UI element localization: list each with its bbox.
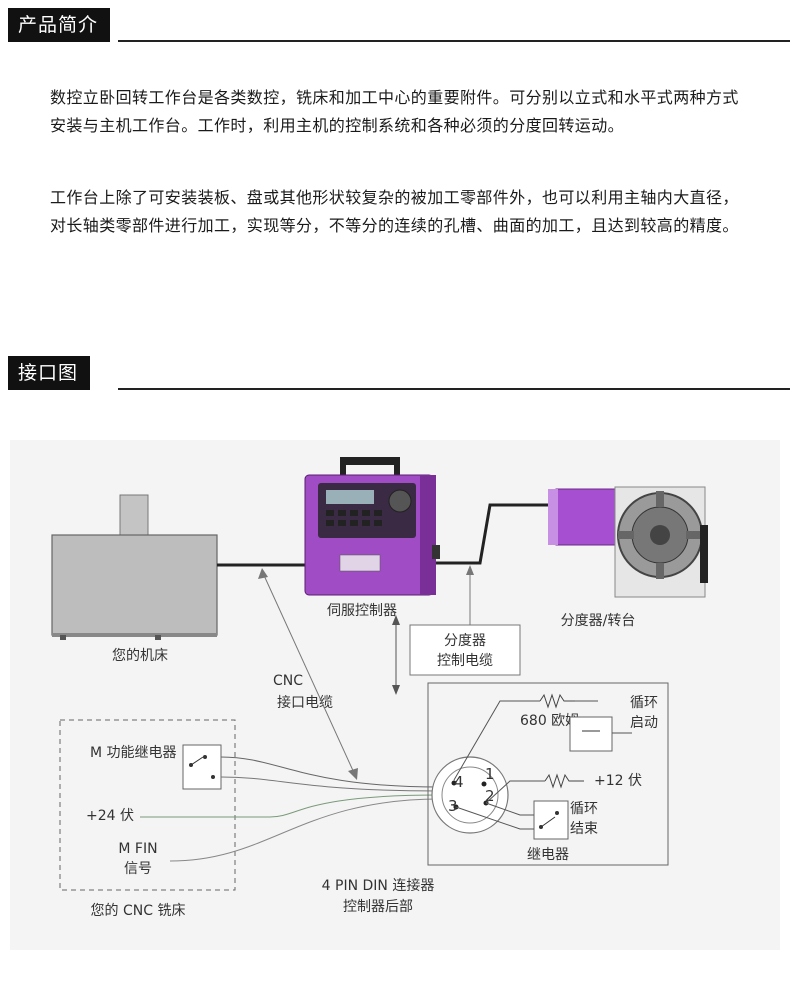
interface-section-rule (118, 388, 790, 390)
pin-2-label: 2 (485, 787, 495, 805)
cnc-mill-dashed-box (59, 719, 236, 891)
din-connector (431, 756, 509, 834)
v24-label: +24 伏 (86, 808, 134, 824)
intro-paragraph-2: 工作台上除了可安装装板、盘或其他形状较复杂的被加工零部件外，也可以利用主轴内大直… (50, 188, 739, 235)
din-connector-label-1: 4 PIN DIN 连接器 (322, 877, 435, 894)
resistor-label: 680 欧姆 (520, 713, 579, 729)
mfin-label-1: M FIN (118, 841, 157, 857)
rotary-table-illustration (548, 486, 708, 598)
intro-paragraph-1: 数控立卧回转工作台是各类数控，铣床和加工中心的重要附件。可分别以立式和水平式两种… (50, 88, 739, 135)
cnc-mill-label: 您的 CNC 铣床 (91, 902, 186, 919)
machine-tool-illustration (51, 494, 218, 640)
pin-4-label: 4 (454, 773, 464, 791)
pin-1-label: 1 (485, 765, 495, 783)
cnc-cable-arrow-line (261, 570, 356, 776)
cycle-start-label-2: 启动 (630, 715, 658, 731)
indexer-cable-label-1: 分度器 (444, 633, 486, 649)
cycle-start-box (569, 716, 613, 752)
indexer-cable-box (409, 624, 521, 676)
servo-controller-illustration (304, 457, 440, 596)
indexer-cable-arrowhead (466, 565, 474, 575)
cnc-cable-label-1: CNC (273, 673, 303, 689)
cycle-start-label-1: 循环 (630, 695, 658, 711)
v12-resistor-symbol (544, 773, 584, 789)
cycle-end-label-2: 结束 (570, 821, 598, 837)
interface-section-title: 接口图 (8, 356, 91, 390)
cnc-wires (140, 756, 441, 862)
cnc-cable-label-2: 接口电缆 (277, 694, 333, 711)
machine-label: 您的机床 (112, 647, 168, 664)
v12-wire (485, 780, 545, 804)
m-relay-box (182, 744, 222, 790)
interface-diagram: 您的机床 伺服控制器 分度器/转台 (10, 440, 780, 950)
rotary-cable (436, 503, 548, 565)
controller-rear-box (427, 682, 669, 866)
pin-3-label: 3 (448, 797, 458, 815)
din-connector-label-2: 控制器后部 (343, 899, 413, 915)
rotary-table-label: 分度器/转台 (561, 613, 636, 629)
interface-section-header: 接口图 (0, 356, 790, 390)
intro-section-header: 产品简介 (0, 8, 790, 42)
resistor-wire (453, 700, 540, 781)
intro-section-title: 产品简介 (8, 8, 111, 42)
cycle-end-label-1: 循环 (570, 801, 598, 817)
mfin-label-2: 信号 (124, 861, 152, 877)
relay-label: 继电器 (527, 847, 569, 863)
cycle-end-relay-box (533, 800, 569, 840)
resistor-symbol (539, 693, 575, 709)
m-relay-label: M 功能继电器 (90, 745, 177, 761)
intro-section-rule (118, 40, 790, 42)
v12-label: +12 伏 (594, 773, 642, 789)
servo-controller-label: 伺服控制器 (327, 603, 397, 619)
indexer-cable-label-2: 控制电缆 (437, 653, 493, 669)
